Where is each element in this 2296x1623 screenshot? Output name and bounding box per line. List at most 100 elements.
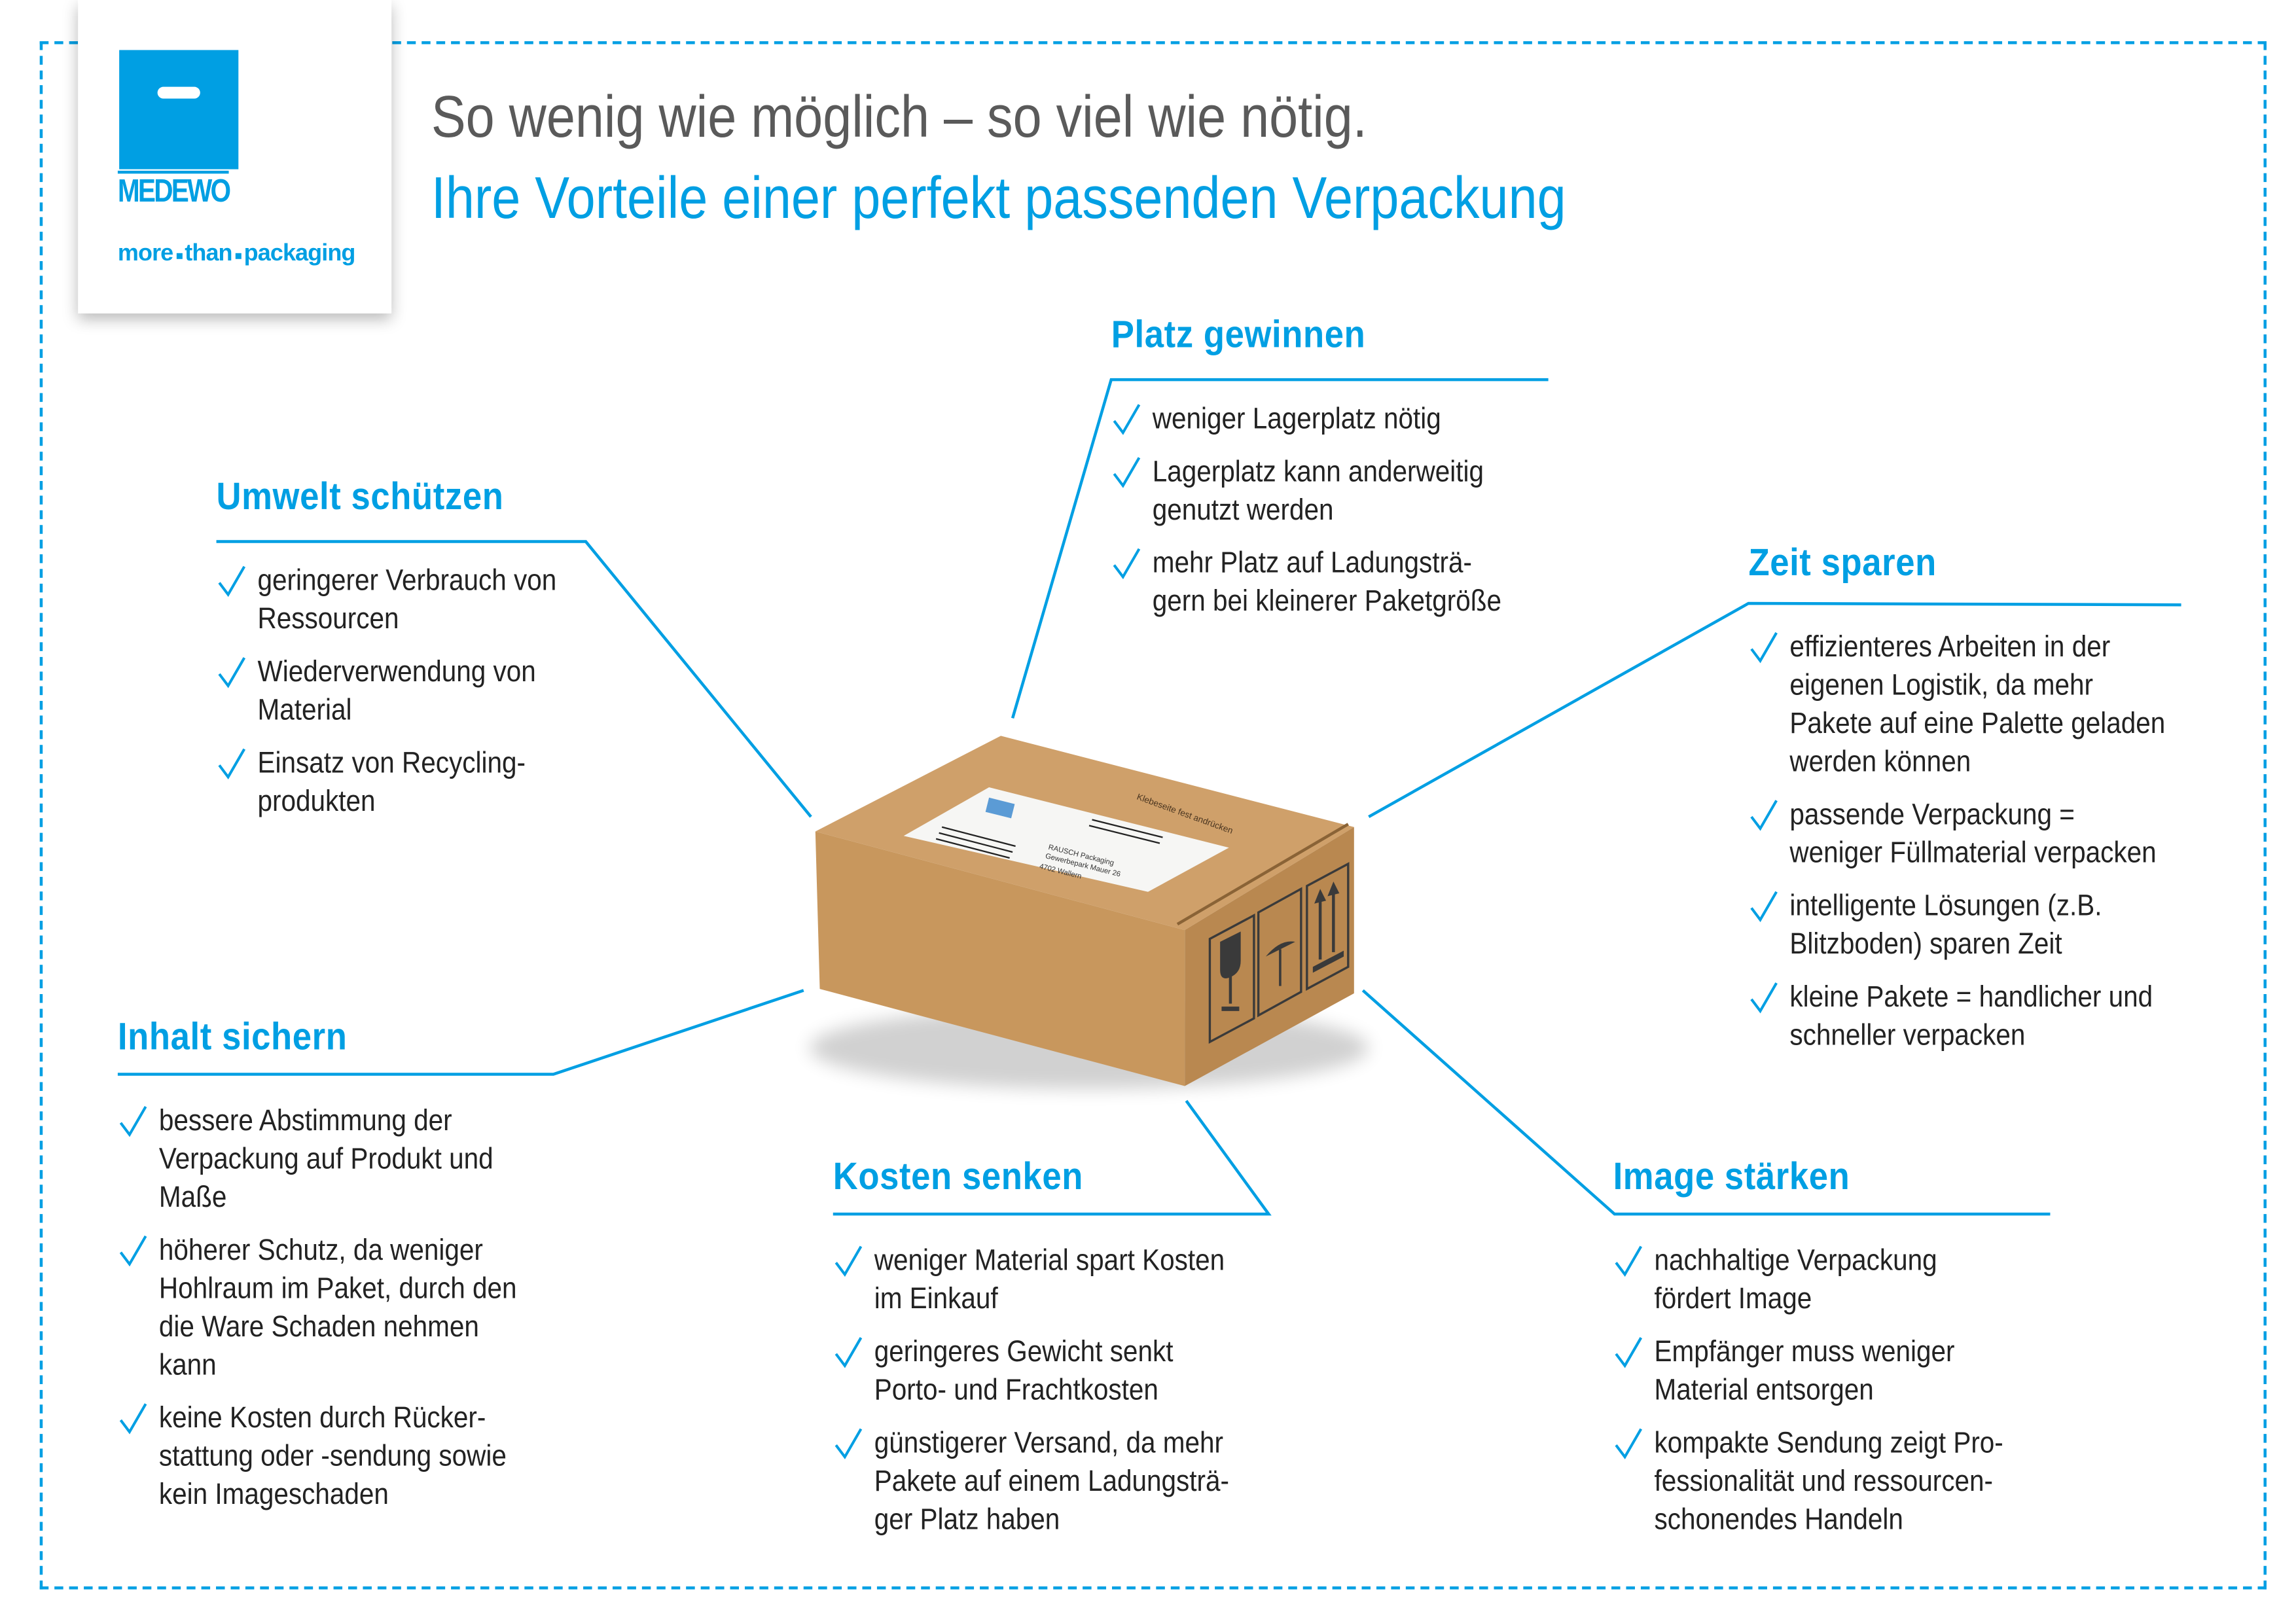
this-way-up-arrows-icon xyxy=(1306,862,1350,991)
list-item: kleine Pakete = handlicher und schneller … xyxy=(1748,978,2207,1055)
tagline-word: packaging xyxy=(243,241,356,267)
list-item-text: effizienteres Arbeiten in der xyxy=(1789,631,2111,664)
check-icon xyxy=(834,1337,863,1368)
check-icon xyxy=(1750,891,1778,923)
list-item-text: Einsatz von Recycling- xyxy=(257,747,526,780)
list-item-text: weniger Material spart Kosten xyxy=(874,1245,1225,1277)
box-front-face xyxy=(815,831,1185,1086)
list-item-text: Verpackung auf Produkt und xyxy=(158,1143,493,1176)
connector-umwelt xyxy=(216,540,812,818)
list-item-text: günstigerer Versand, da mehr xyxy=(874,1427,1224,1460)
list-item-text: Pakete auf einem Ladungsträ- xyxy=(874,1465,1230,1499)
check-icon xyxy=(1113,404,1141,435)
list-item-text: geringerer Verbrauch von xyxy=(257,565,557,597)
list-item-text: stattung oder -sendung sowie xyxy=(158,1440,507,1473)
section-title: Umwelt schützen xyxy=(216,474,504,518)
list-item-text: Blitzboden) sparen Zeit xyxy=(1789,928,2062,961)
check-icon xyxy=(119,1403,147,1435)
check-icon xyxy=(218,565,246,597)
list-item-text: Wiederverwendung von xyxy=(257,656,536,689)
list-item: weniger Material spart Kosten im Einkauf xyxy=(833,1242,1269,1319)
list-item-text: Empfänger muss weniger xyxy=(1654,1336,1955,1369)
connector-image xyxy=(1361,989,2051,1216)
check-icon xyxy=(1750,632,1778,664)
check-icon xyxy=(1615,1245,1643,1277)
check-icon xyxy=(1113,457,1141,488)
list-item-text: Ressourcen xyxy=(257,603,399,636)
list-item-text: kleine Pakete = handlicher und xyxy=(1789,981,2153,1014)
section-title: Kosten senken xyxy=(833,1153,1083,1198)
check-icon xyxy=(218,657,246,688)
list-item: keine Kosten durch Rücker-stattung oder … xyxy=(118,1400,556,1514)
check-icon xyxy=(1750,982,1778,1014)
list-item-text: keine Kosten durch Rücker- xyxy=(158,1402,486,1435)
list-item-text: schneller verpacken xyxy=(1789,1020,2026,1052)
section-image-staerken: Image stärken nachhaltige Verpackung förde… xyxy=(1613,1154,2042,1554)
list-item-text: Material xyxy=(257,694,352,727)
check-icon xyxy=(1615,1428,1643,1459)
list-item-text: fördert Image xyxy=(1654,1283,1812,1316)
list-item: intelligente Lösungen (z.B.Blitzboden) s… xyxy=(1748,887,2207,964)
medewo-logo-icon xyxy=(119,50,239,169)
list-item: Einsatz von Recycling-produkten xyxy=(217,745,590,821)
list-item-text: Material entsorgen xyxy=(1654,1374,1874,1407)
list-item-text: passende Verpackung = xyxy=(1789,799,2075,832)
connector-platz xyxy=(1011,378,1549,719)
list-item-text: weniger Füllmaterial verpacken xyxy=(1789,837,2157,870)
connector-zeit xyxy=(1368,601,2181,818)
list-item-text: mehr Platz auf Ladungsträ- xyxy=(1152,547,1472,580)
brand-tagline: more than packaging xyxy=(117,241,356,268)
list-item-text: produkten xyxy=(257,785,376,819)
list-item-text: Pakete auf eine Palette geladen xyxy=(1789,707,2166,741)
list-item-text: im Einkauf xyxy=(874,1283,998,1316)
list-item-text: nachhaltige Verpackung xyxy=(1654,1245,1937,1277)
list-item-text: bessere Abstimmung der xyxy=(158,1105,452,1138)
list-item-text: werden können xyxy=(1789,746,1971,779)
check-icon xyxy=(119,1106,147,1137)
list-item-text: weniger Lagerplatz nötig xyxy=(1152,403,1441,436)
list-item-text: genutzt werden xyxy=(1152,494,1334,527)
list-item-text: die Ware Schaden nehmen xyxy=(158,1311,479,1344)
list-item-text: fessionalität und ressourcen- xyxy=(1654,1465,1994,1499)
list-item-text: ger Platz haben xyxy=(874,1504,1060,1537)
check-icon xyxy=(834,1428,863,1459)
connector-inhalt xyxy=(117,989,804,1076)
fragile-glass-icon xyxy=(1208,913,1255,1044)
dashed-frame xyxy=(39,41,2267,1590)
list-item-text: geringeres Gewicht senkt xyxy=(874,1336,1174,1369)
check-icon xyxy=(1750,800,1778,831)
list-item: kompakte Sendung zeigt Pro-fessionalität… xyxy=(1613,1425,2042,1539)
list-item-text: kein Imageschaden xyxy=(158,1478,389,1512)
list-item: mehr Platz auf Ladungsträ-gern bei klein… xyxy=(1111,544,1540,621)
tagline-word: than xyxy=(185,241,232,267)
list-item-text: kompakte Sendung zeigt Pro- xyxy=(1654,1427,2003,1460)
box-side-face xyxy=(1185,827,1354,1086)
headline: So wenig wie möglich – so viel wie nötig… xyxy=(431,85,1367,151)
list-item-text: schonendes Handeln xyxy=(1654,1504,1903,1537)
tagline-word: more xyxy=(117,241,173,267)
list-item-text: Maße xyxy=(158,1181,227,1215)
check-icon xyxy=(1113,548,1141,580)
list-item-text: höherer Schutz, da weniger xyxy=(158,1234,483,1268)
subheadline: Ihre Vorteile einer perfekt passenden Ve… xyxy=(431,166,1566,232)
brand-name: MEDEWO xyxy=(117,170,231,209)
section-title: Image stärken xyxy=(1613,1153,1850,1198)
list-item-text: Porto- und Frachtkosten xyxy=(874,1374,1158,1407)
